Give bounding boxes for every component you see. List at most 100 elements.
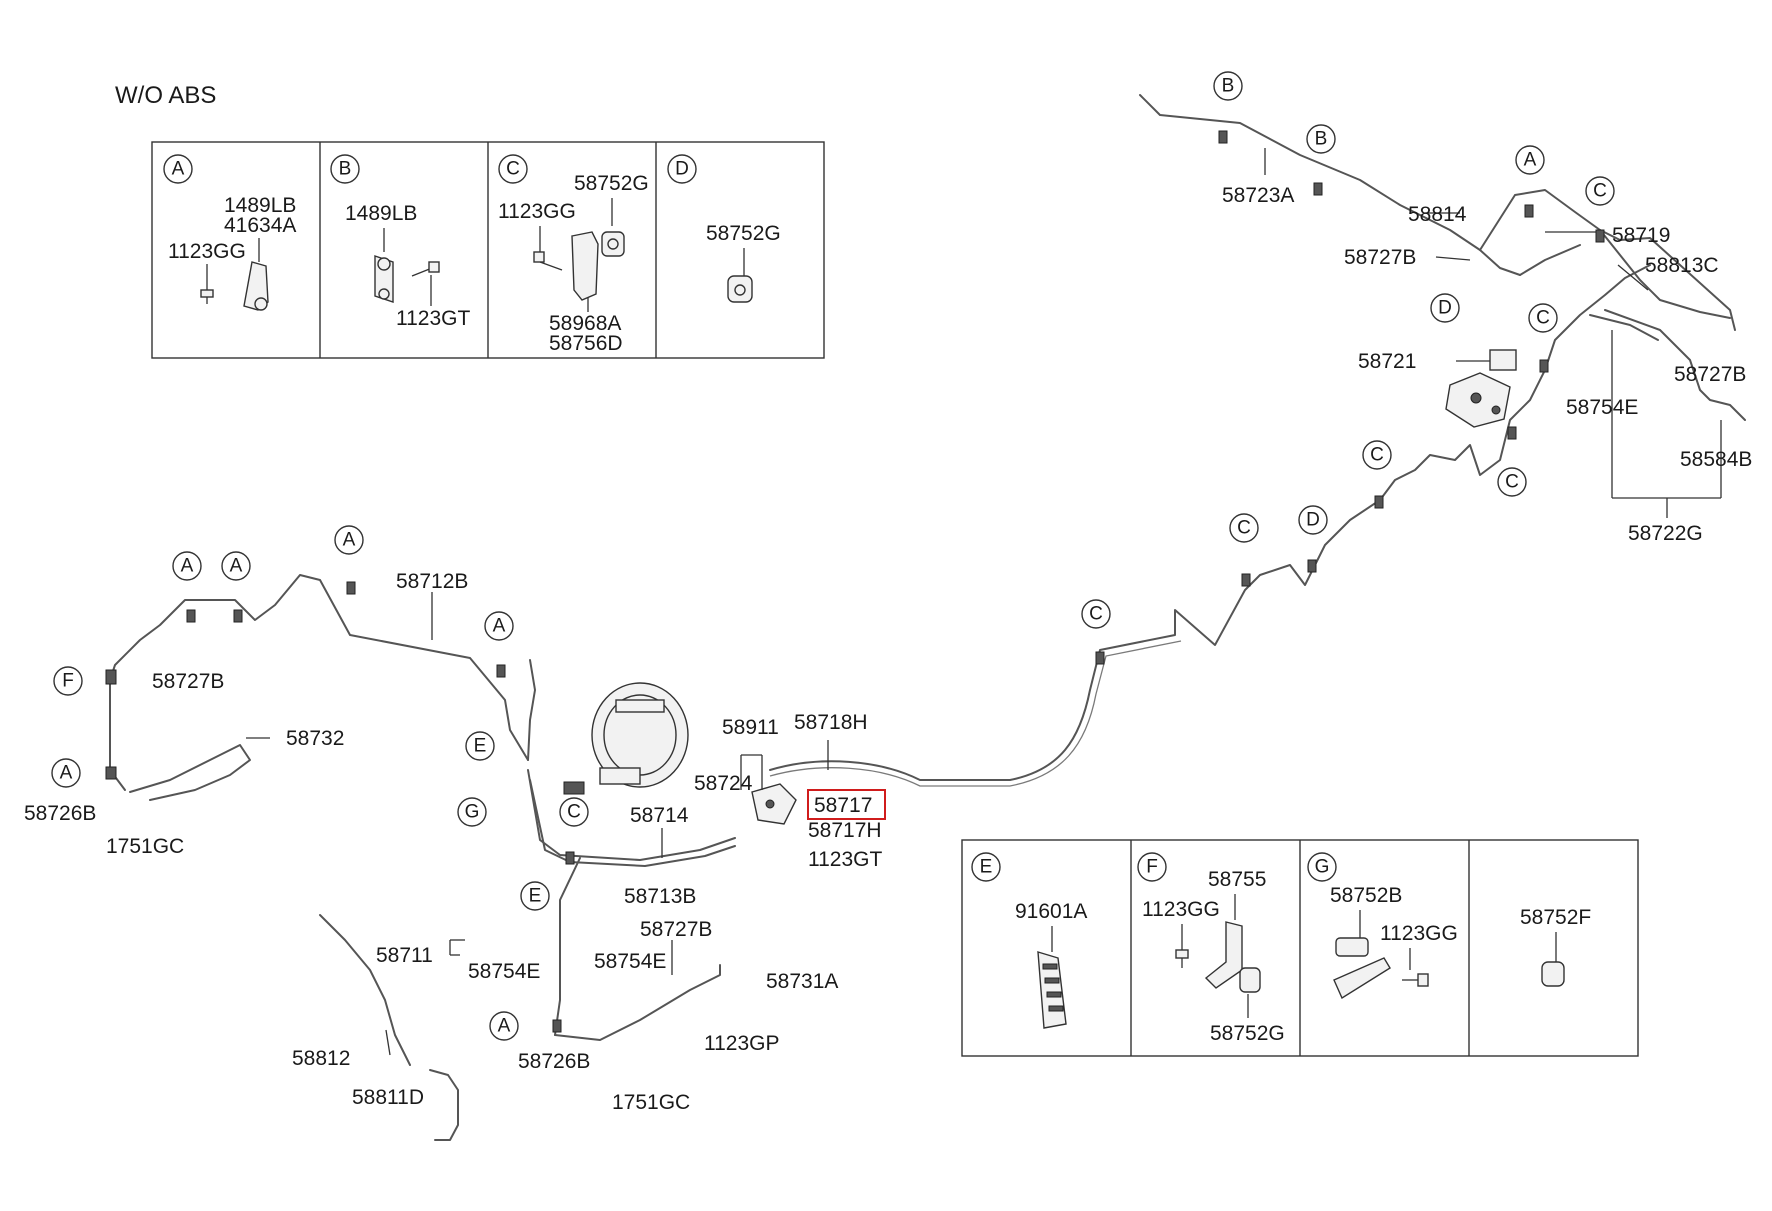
clip-marker-a: A [1515,145,1545,175]
bolt-icon [533,251,563,271]
callout-58911: 58911 [722,716,779,739]
multi-clip-icon [1037,951,1067,1029]
svg-text:C: C [1536,308,1550,329]
callout-58812: 58812 [292,1047,350,1070]
svg-text:B: B [1315,129,1328,150]
bracket-icon [1204,921,1243,989]
svg-text:1123GG: 1123GG [1142,898,1220,921]
svg-text:C: C [1370,445,1384,466]
clip-marker-b: B [1213,71,1243,101]
detail-panel-bottom: E 91601A F 58755 1123GG 58752G [961,839,1639,1057]
svg-text:58752B: 58752B [1330,884,1402,907]
detail-panel-top: A 1489LB 41634A 1123GG B 1489LB 1123GT [151,141,825,359]
callout-58722g: 58722G [1628,522,1703,545]
callout-58724: 58724 [694,772,753,795]
detail-box-extra: 58752F [1520,906,1591,987]
callout-58717: 58717 [814,794,872,817]
clip-marker-e: E [465,731,495,761]
svg-text:C: C [1505,472,1519,493]
detail-box-b: B 1489LB 1123GT [330,154,470,330]
svg-text:C: C [506,159,520,180]
clip-bracket-icon [1333,937,1391,1000]
rear-junction-block [1445,349,1517,428]
clip-icon [1239,967,1261,993]
callout-58711: 58711 [376,944,433,967]
svg-text:A: A [230,556,243,577]
callout-58727b: 58727B [640,918,712,941]
proportioning-valve [751,783,797,825]
clip-marker-a: A [51,758,81,788]
callout-labels: 58723A 58814 58727B 58719 58813C 58721 5… [24,184,1752,1114]
diagram-title: W/O ABS [115,82,216,109]
callout-58754e: 58754E [594,950,666,973]
svg-text:58752G: 58752G [574,172,649,195]
clip-icon [1541,961,1565,987]
callout-58714: 58714 [630,804,689,827]
detail-box-d: D 58752G [667,154,781,303]
svg-text:1489LB: 1489LB [224,194,296,217]
svg-text:E: E [529,886,542,907]
callout-58811d: 58811D [352,1086,424,1109]
clip-marker-a: A [172,551,202,581]
clip-marker-c: C [559,797,589,827]
detail-box-c: C 58752G 1123GG 58968A 58756D [498,154,649,355]
clip-markers: B B A C D C C C C D C A A A A F A E G C … [51,71,1615,1041]
clip-marker-f: F [53,666,83,696]
svg-text:E: E [474,736,487,757]
callout-58731a: 58731A [766,970,838,993]
svg-text:C: C [1237,518,1251,539]
svg-text:A: A [1524,150,1537,171]
clip-marker-c: C [1229,513,1259,543]
callout-58723a: 58723A [1222,184,1294,207]
svg-text:1123GG: 1123GG [1380,922,1458,945]
clip-marker-b: B [1306,124,1336,154]
detail-box-g: G 58752B 1123GG [1307,852,1458,1000]
svg-text:58756D: 58756D [549,332,623,355]
clip-marker-c: C [1585,176,1615,206]
callout-58584b: 58584B [1680,448,1752,471]
svg-text:58755: 58755 [1208,868,1266,891]
svg-text:A: A [343,530,356,551]
clip-marker-c: C [1362,440,1392,470]
callout-58732: 58732 [286,727,344,750]
clip-bracket-icon [374,255,394,303]
callout-1751gc: 1751GC [106,835,184,858]
svg-text:A: A [498,1016,511,1037]
clip-icon [727,275,753,303]
svg-text:41634A: 41634A [224,214,296,237]
svg-text:A: A [172,159,185,180]
svg-text:F: F [62,671,74,692]
clip-bracket-icon [243,261,269,311]
callout-58754e: 58754E [468,960,540,983]
callout-58727b: 58727B [152,670,224,693]
detail-box-e: E 91601A [971,852,1087,1029]
svg-text:A: A [60,763,73,784]
svg-text:D: D [1306,510,1320,531]
bolt-icon [1402,973,1429,987]
svg-text:1489LB: 1489LB [345,202,417,225]
detail-box-a: A 1489LB 41634A 1123GG [163,154,296,311]
callout-58726b: 58726B [24,802,96,825]
svg-text:C: C [1593,181,1607,202]
clip-marker-a: A [489,1011,519,1041]
clip-marker-e: E [520,881,550,911]
callout-58713b: 58713B [624,885,696,908]
callout-58754e: 58754E [1566,396,1638,419]
clip-marker-c: C [1497,467,1527,497]
callout-58718h: 58718H [794,711,868,734]
clip-marker-a: A [484,611,514,641]
callout-1751gc: 1751GC [612,1091,690,1114]
clip-marker-d: D [1298,505,1328,535]
clip-marker-a: A [221,551,251,581]
clip-marker-d: D [1430,293,1460,323]
svg-text:D: D [1438,298,1452,319]
callout-58727b: 58727B [1674,363,1746,386]
svg-text:58968A: 58968A [549,312,621,335]
svg-text:G: G [465,802,480,823]
svg-text:G: G [1315,857,1330,878]
svg-text:1123GG: 1123GG [168,240,246,263]
clip-marker-g: G [457,797,487,827]
detail-box-f: F 58755 1123GG 58752G [1137,852,1285,1045]
callout-1123gp: 1123GP [704,1032,780,1055]
clip-marker-a: A [334,525,364,555]
